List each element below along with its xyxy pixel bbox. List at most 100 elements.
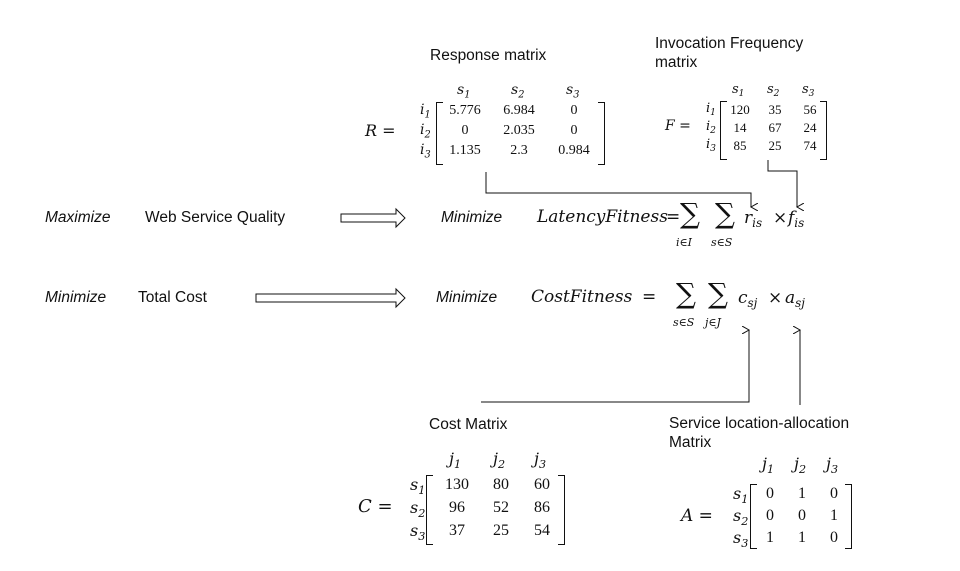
matrix-A-row-header: s2 — [733, 506, 749, 528]
cost-sum-1-subscript: s∈S — [673, 316, 695, 329]
matrix-C-col-header: j1 — [449, 449, 462, 471]
matrix-C-cell: 86 — [534, 499, 550, 516]
matrix-F-cell: 25 — [768, 138, 782, 153]
matrix-F-cell: 24 — [803, 120, 817, 135]
cost-term-c: csj — [738, 288, 757, 310]
matrix-C-cell: 96 — [449, 499, 465, 516]
cost-term-a-symbol: a — [785, 288, 796, 308]
cost-sum-2-subscript: j∈J — [705, 316, 721, 329]
matrix-R-col-header: s1 — [457, 82, 471, 101]
latency-sum-2-icon: ∑ — [715, 197, 735, 230]
matrix-R-cell: 2.035 — [503, 123, 535, 138]
cost-times: × — [768, 288, 783, 308]
latency-fitness-lhs: LatencyFitness — [537, 207, 668, 227]
matrix-A-row-header: s3 — [733, 528, 749, 550]
cost-sum-2-icon: ∑ — [708, 277, 728, 310]
latency-term-f-symbol: f — [788, 208, 795, 228]
matrix-C-cell: 60 — [534, 476, 550, 493]
matrix-A-cell: 1 — [798, 529, 806, 546]
latency-term-r: ris — [744, 208, 762, 230]
matrix-A-bracket-right — [845, 484, 852, 549]
latency-sum-1-subscript: i∈I — [676, 236, 693, 249]
matrix-C-col-header: j3 — [534, 449, 547, 471]
matrix-A-col-header: j3 — [826, 454, 839, 476]
maximize-label: Maximize — [45, 209, 111, 226]
matrix-C-bracket-left — [426, 475, 433, 545]
matrix-C-cell: 25 — [493, 522, 509, 539]
minimize-costfitness-label: Minimize — [436, 289, 498, 306]
matrix-A-cell: 1 — [830, 507, 838, 524]
matrix-F-cell: 35 — [768, 102, 782, 117]
total-cost-label: Total Cost — [138, 289, 207, 306]
matrix-R-cell: 0.984 — [558, 143, 590, 158]
matrix-A-col-header: j2 — [794, 454, 807, 476]
cost-sum-1-icon: ∑ — [676, 277, 696, 310]
matrix-F-cell: 67 — [768, 120, 782, 135]
matrix-C-row-header: s2 — [410, 498, 426, 520]
matrix-C-row-header: s3 — [410, 521, 426, 543]
matrix-C-cell: 37 — [449, 522, 465, 539]
cost-term-a-subscript: sj — [795, 296, 805, 311]
invocation-matrix-title-line1: Invocation Frequency — [655, 35, 804, 52]
matrix-R-row-header: i1 — [420, 102, 431, 121]
matrix-R-cell: 0 — [570, 123, 578, 138]
matrix-F-cell: 85 — [733, 138, 747, 153]
matrix-R-cell: 1.135 — [449, 143, 481, 158]
latency-equals: = — [666, 207, 681, 227]
cost-fitness-lhs: CostFitness — [531, 287, 633, 307]
matrix-F-cell: 14 — [733, 120, 747, 135]
invocation-matrix-title-line2: matrix — [655, 54, 698, 71]
matrix-C-bracket-right — [558, 475, 565, 545]
matrix-C-cell: 130 — [445, 476, 469, 493]
latency-term-r-symbol: r — [744, 208, 753, 228]
matrix-F-col-header: s1 — [732, 82, 745, 100]
matrix-A-col-header: j1 — [762, 454, 775, 476]
matrix-F-row-header: i3 — [706, 137, 716, 155]
matrix-R-bracket-left — [436, 102, 443, 165]
minimize-cost-objective-label: Minimize — [45, 289, 107, 306]
matrix-F-bracket-right — [820, 101, 827, 160]
web-service-quality-label: Web Service Quality — [145, 209, 286, 226]
matrix-C-name: C = — [358, 496, 393, 517]
latency-term-r-subscript: is — [752, 216, 763, 231]
double-arrow-cost — [255, 287, 406, 309]
allocation-matrix-title-line1: Service location-allocation — [669, 415, 850, 432]
matrix-R-cell: 5.776 — [449, 103, 481, 118]
matrix-R-cell: 0 — [461, 123, 469, 138]
matrix-R-name: R = — [365, 121, 396, 140]
matrix-C-col-header: j2 — [493, 449, 506, 471]
matrix-A-row-header: s1 — [733, 484, 749, 506]
matrix-R-cell: 6.984 — [503, 103, 535, 118]
matrix-F-row-header: i2 — [706, 119, 716, 137]
matrix-A-cell: 0 — [766, 507, 774, 524]
connector-f-to-fterm — [767, 160, 797, 207]
minimize-latency-label: Minimize — [441, 209, 503, 226]
latency-times: × — [773, 208, 788, 228]
matrix-R-cell: 2.3 — [510, 143, 528, 158]
matrix-A-cell: 1 — [798, 485, 806, 502]
matrix-R-row-header: i2 — [420, 122, 431, 141]
matrix-C-cell: 52 — [493, 499, 509, 516]
matrix-R-bracket-right — [598, 102, 605, 165]
matrix-R-col-header: s3 — [566, 82, 580, 101]
double-arrow-quality — [340, 207, 406, 229]
matrix-F-name: F = — [665, 118, 691, 134]
matrix-C-cell: 54 — [534, 522, 550, 539]
connector-r-to-rterm — [485, 172, 751, 207]
matrix-A-cell: 0 — [766, 485, 774, 502]
matrix-A-name: A = — [681, 506, 713, 526]
matrix-C-cell: 80 — [493, 476, 509, 493]
latency-sum-2-subscript: s∈S — [711, 236, 733, 249]
matrix-C-row-header: s1 — [410, 475, 426, 497]
response-matrix-title: Response matrix — [430, 47, 547, 64]
matrix-F-cell: 74 — [803, 138, 817, 153]
latency-term-f: fis — [788, 208, 804, 230]
matrix-F-col-header: s2 — [767, 82, 780, 100]
matrix-A-cell: 1 — [766, 529, 774, 546]
connector-c-to-cterm — [481, 330, 749, 403]
matrix-F-cell: 120 — [730, 102, 750, 117]
cost-equals: = — [642, 287, 657, 307]
cost-term-c-subscript: sj — [747, 296, 758, 311]
cost-term-a: asj — [785, 288, 805, 310]
